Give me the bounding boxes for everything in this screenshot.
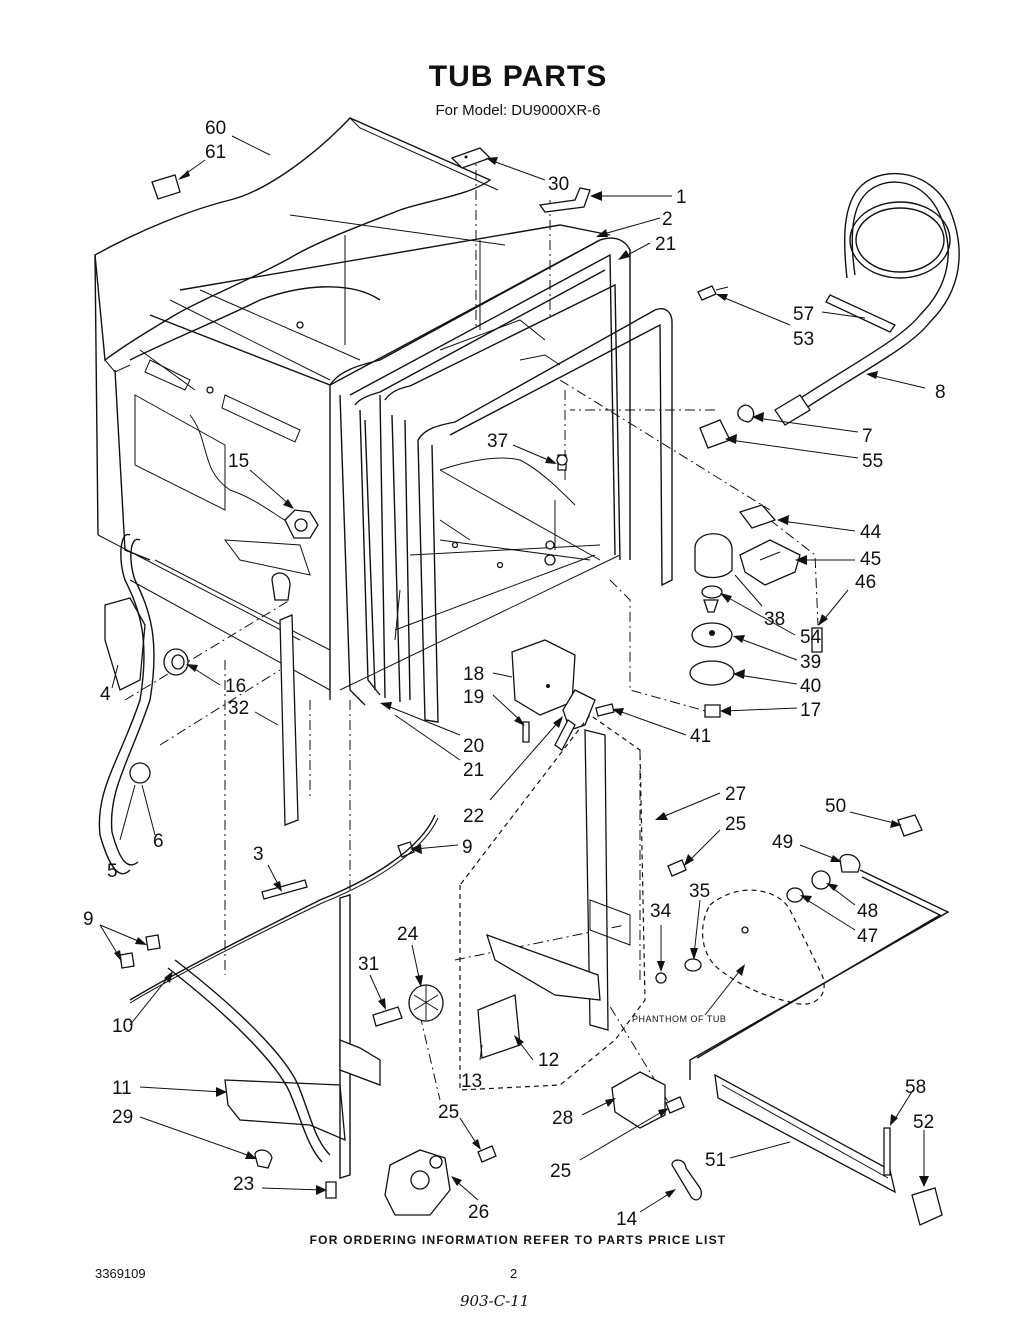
callout-24: 24 [397, 924, 419, 945]
callout-25-lower: 25 [438, 1102, 459, 1123]
callout-2: 2 [662, 209, 673, 230]
callout-37: 37 [487, 431, 508, 452]
callout-38: 38 [764, 609, 785, 630]
reference-lines [124, 150, 819, 1106]
callout-8: 8 [935, 382, 946, 403]
callout-28: 28 [552, 1108, 573, 1129]
callout-7: 7 [862, 426, 873, 447]
callout-25-bottom: 25 [550, 1161, 571, 1182]
callout-54: 54 [800, 627, 822, 648]
callout-49: 49 [772, 832, 793, 853]
callout-46: 46 [855, 572, 876, 593]
callout-3: 3 [253, 844, 264, 865]
callout-9: 9 [462, 837, 473, 858]
callout-6: 6 [153, 831, 164, 852]
callout-5: 5 [107, 861, 118, 882]
callout-60: 60 [205, 118, 226, 139]
model-subtitle: For Model: DU9000XR-6 [435, 102, 601, 119]
callout-61: 61 [205, 142, 226, 163]
callout-52: 52 [913, 1112, 934, 1133]
callout-14: 14 [616, 1209, 638, 1230]
callout-13: 13 [461, 1071, 482, 1092]
callout-44: 44 [860, 522, 882, 543]
callout-18: 18 [463, 664, 484, 685]
callout-23: 23 [233, 1174, 254, 1195]
callout-17: 17 [800, 700, 821, 721]
callout-9-lower: 9 [83, 909, 94, 930]
callout-20: 20 [463, 736, 484, 757]
callout-35: 35 [689, 881, 710, 902]
callout-1: 1 [676, 187, 687, 208]
callout-27: 27 [725, 784, 746, 805]
callout-34: 34 [650, 901, 672, 922]
document-number: 3369109 [95, 1266, 146, 1281]
callout-19: 19 [463, 687, 484, 708]
callout-15: 15 [228, 451, 249, 472]
callout-leaders [99, 135, 929, 1213]
callout-numbers: 60 61 30 1 2 21 57 53 8 7 55 37 15 44 45… [83, 118, 946, 1230]
callout-45: 45 [860, 549, 881, 570]
callout-21-lower: 21 [463, 760, 484, 781]
callout-21: 21 [655, 234, 676, 255]
page-title: TUB PARTS [428, 60, 608, 93]
callout-16: 16 [225, 676, 246, 697]
callout-41: 41 [690, 726, 711, 747]
callout-55: 55 [862, 451, 883, 472]
callout-48: 48 [857, 901, 878, 922]
callout-26: 26 [468, 1202, 489, 1223]
callout-10: 10 [112, 1016, 133, 1037]
callout-58: 58 [905, 1077, 926, 1098]
callout-40: 40 [800, 676, 821, 697]
callout-50: 50 [825, 796, 846, 817]
callout-31: 31 [358, 954, 379, 975]
small-parts [98, 147, 960, 1226]
callout-25: 25 [725, 814, 746, 835]
callout-12: 12 [538, 1050, 559, 1071]
callout-22: 22 [463, 806, 484, 827]
handwritten-code: 903-C-11 [460, 1292, 530, 1310]
callout-29: 29 [112, 1107, 133, 1128]
callout-11: 11 [112, 1078, 132, 1099]
callout-47: 47 [857, 926, 878, 947]
door-frame-gaskets [329, 237, 673, 723]
tub-shell [94, 117, 611, 700]
phantom-tub-label: PHANTHOM OF TUB [632, 1014, 726, 1024]
page-number: 2 [510, 1266, 518, 1281]
callout-30: 30 [548, 174, 569, 195]
callout-53: 53 [793, 329, 814, 350]
callout-32: 32 [228, 698, 249, 719]
callout-4: 4 [100, 684, 111, 705]
callout-57: 57 [793, 304, 814, 325]
callout-51: 51 [705, 1150, 726, 1171]
ordering-note: FOR ORDERING INFORMATION REFER TO PARTS … [309, 1233, 727, 1247]
callout-39: 39 [800, 652, 821, 673]
